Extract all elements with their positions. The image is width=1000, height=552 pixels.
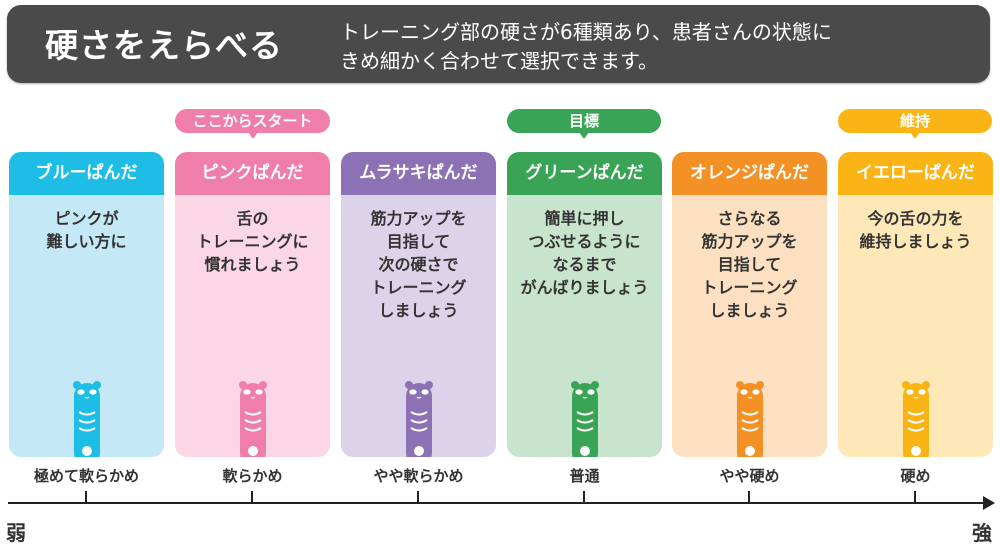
card-6: イエローぱんだ 今の舌の力を 維持しましょう: [838, 152, 993, 457]
hardness-level-label: やや硬め: [719, 467, 780, 485]
card-title: イエローぱんだ: [838, 152, 993, 195]
card-body: 今の舌の力を 維持しましょう: [838, 195, 993, 457]
panda-icon: [735, 381, 764, 457]
card-description: 今の舌の力を 維持しましょう: [859, 209, 972, 251]
axis-tick: [85, 491, 87, 503]
card-5: オレンジぱんだ さらなる 筋力アップを 目指して トレーニング しましょう: [672, 152, 827, 457]
card-title: オレンジぱんだ: [672, 152, 827, 195]
panda-icon: [72, 381, 101, 457]
axis-label-strong: 強: [972, 521, 992, 545]
card-4: グリーンぱんだ 簡単に押し つぶせるように なるまで がんばりましょう: [507, 152, 662, 457]
card-2: ピンクぱんだ 舌の トレーニングに 慣れましょう: [175, 152, 330, 457]
hardness-level-label: 軟らかめ: [222, 467, 283, 485]
hardness-level-label: 硬め: [900, 467, 931, 485]
hardness-axis: [8, 502, 988, 504]
panda-icon: [570, 381, 599, 457]
header-description: トレーニング部の硬さが6種類あり、患者さんの状態に きめ細かく合わせて選択できま…: [340, 20, 832, 73]
tag-maintain: 維持: [838, 109, 992, 139]
axis-tick: [251, 491, 253, 503]
axis-tick: [417, 491, 419, 503]
card-title: ムラサキぱんだ: [341, 152, 496, 195]
card-description: 簡単に押し つぶせるように なるまで がんばりましょう: [520, 209, 649, 297]
card-title: ピンクぱんだ: [175, 152, 330, 195]
page-title: 硬さをえらべる: [45, 26, 283, 65]
card-3: ムラサキぱんだ 筋力アップを 目指して 次の硬さで トレーニング しましょう: [341, 152, 496, 457]
panda-icon: [901, 381, 930, 457]
hardness-level-label: やや軟らかめ: [373, 467, 464, 485]
axis-label-weak: 弱: [6, 521, 26, 545]
card-body: 筋力アップを 目指して 次の硬さで トレーニング しましょう: [341, 195, 496, 457]
card-body: 舌の トレーニングに 慣れましょう: [175, 195, 330, 457]
card-title: グリーンぱんだ: [507, 152, 662, 195]
axis-tick: [583, 491, 585, 503]
tag-goal: 目標: [507, 109, 661, 139]
header-banner: 硬さをえらべる トレーニング部の硬さが6種類あり、患者さんの状態に きめ細かく合…: [7, 5, 990, 83]
hardness-level-label: 極めて軟らかめ: [33, 467, 139, 485]
hardness-level-label: 普通: [569, 467, 600, 485]
axis-tick: [748, 491, 750, 503]
card-title: ブルーぱんだ: [9, 152, 164, 195]
axis-arrow-icon: [983, 496, 995, 510]
card-1: ブルーぱんだ ピンクが 難しい方に: [9, 152, 164, 457]
card-description: さらなる 筋力アップを 目指して トレーニング しましょう: [701, 209, 798, 320]
card-description: ピンクが 難しい方に: [46, 209, 127, 251]
panda-icon: [238, 381, 267, 457]
card-body: さらなる 筋力アップを 目指して トレーニング しましょう: [672, 195, 827, 457]
card-body: ピンクが 難しい方に: [9, 195, 164, 457]
tag-start: ここからスタート: [175, 109, 330, 139]
card-description: 筋力アップを 目指して 次の硬さで トレーニング しましょう: [370, 209, 467, 320]
card-body: 簡単に押し つぶせるように なるまで がんばりましょう: [507, 195, 662, 457]
axis-tick: [914, 491, 916, 503]
card-description: 舌の トレーニングに 慣れましょう: [196, 209, 309, 274]
panda-icon: [404, 381, 433, 457]
